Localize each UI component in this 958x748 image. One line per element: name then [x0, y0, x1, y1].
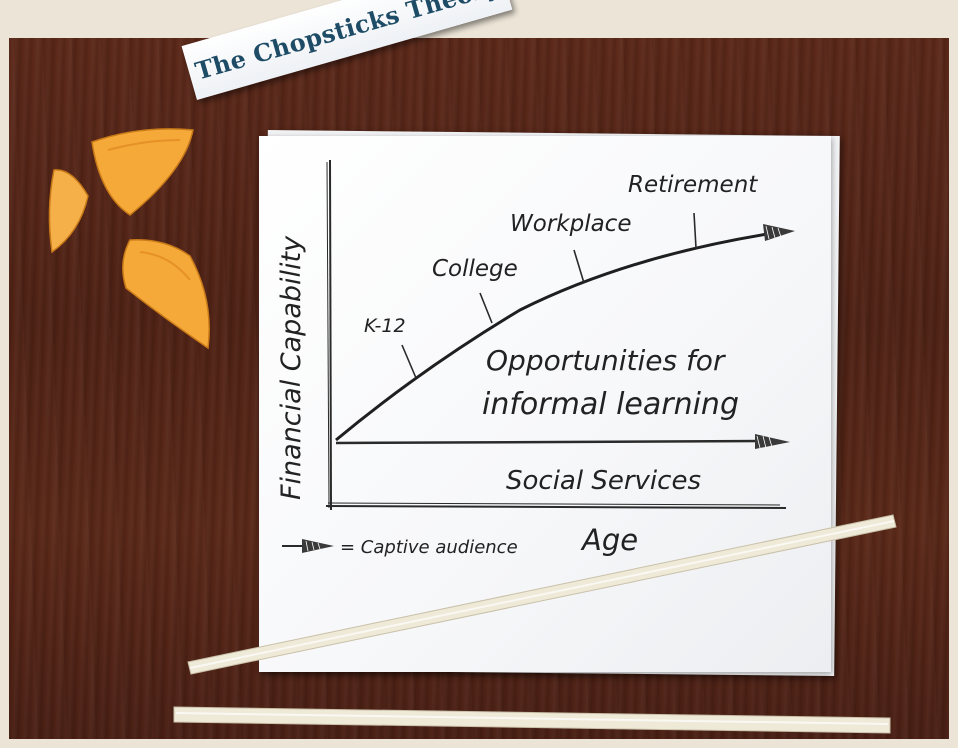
stage-label-workplace: Workplace	[510, 211, 631, 237]
legend-text: = Captive audience	[340, 537, 518, 558]
fortune-cookie-icon	[48, 128, 210, 350]
stage-label-retirement: Retirement	[628, 172, 758, 198]
curve-caption-line2: informal learning	[482, 387, 739, 422]
x-axis-label: Age	[580, 523, 638, 557]
social-services-arrow	[335, 434, 790, 449]
stage-tick-marks	[401, 212, 697, 379]
y-axis-label: Financial Capability	[276, 235, 307, 500]
curve-caption-line1: Opportunities for	[486, 344, 726, 377]
wood-table-frame	[9, 38, 949, 739]
baseline-label: Social Services	[506, 466, 701, 496]
legend-arrow-icon	[282, 539, 334, 553]
stage-label-k12: K-12	[364, 315, 406, 337]
x-axis-line	[325, 502, 787, 509]
chopstick-upper-icon	[187, 514, 897, 675]
chopstick-lower-icon	[173, 706, 891, 734]
paper-sheet	[259, 136, 831, 672]
stage-label-college: College	[432, 256, 518, 282]
learning-curve-arrow	[335, 224, 795, 442]
y-axis-line	[326, 159, 332, 511]
